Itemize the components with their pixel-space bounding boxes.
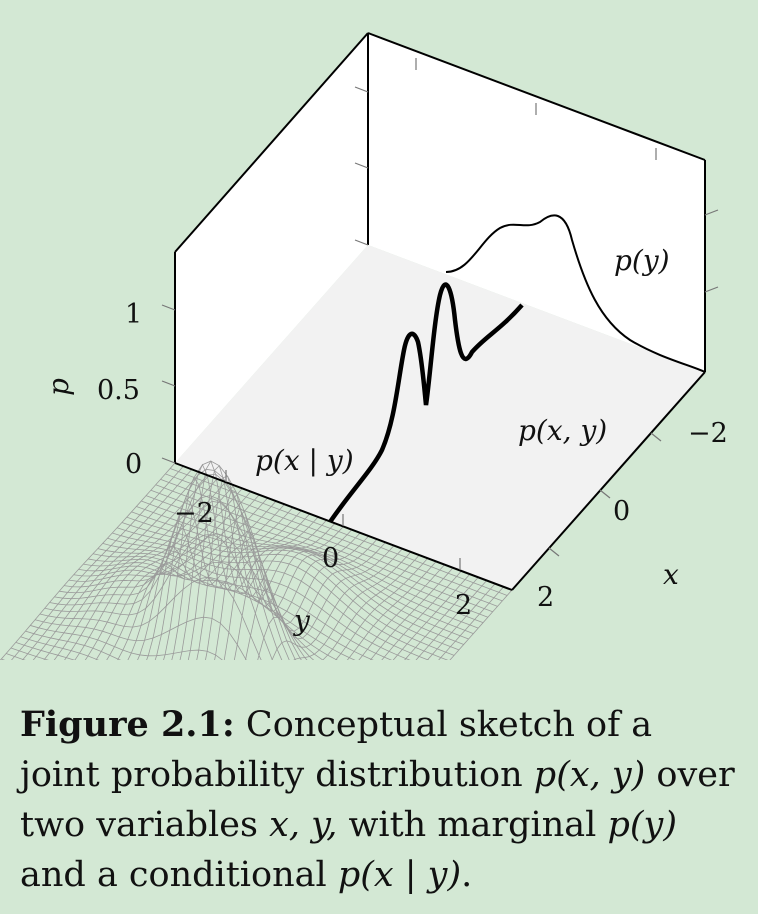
- p-axis-label: p: [42, 378, 75, 396]
- caption-text-5: .: [461, 855, 473, 895]
- mesh-line: [127, 500, 277, 660]
- y-tick-2: 2: [455, 590, 472, 621]
- p-tick-0-5: 0.5: [97, 375, 140, 406]
- x-tick-neg2: −2: [688, 418, 728, 449]
- floor-plane: [175, 245, 705, 590]
- mesh-line: [187, 464, 336, 660]
- mesh-line: [358, 564, 445, 660]
- caption-math-vars: x, y,: [269, 805, 338, 845]
- mesh-line: [154, 497, 302, 660]
- mesh-line: [11, 465, 184, 660]
- mesh-line: [205, 489, 353, 660]
- mesh-line: [381, 570, 462, 660]
- mesh-line: [163, 476, 311, 660]
- caption-label: Figure 2.1:: [20, 704, 235, 745]
- y-tick-neg2: −2: [174, 498, 214, 529]
- mesh-line: [214, 507, 361, 660]
- mesh-line: [196, 476, 344, 660]
- y-tick-0: 0: [322, 543, 339, 574]
- caption-text-1: Conceptual sketch of a joint probability…: [20, 705, 653, 795]
- conditional-label: p(x | y): [255, 444, 354, 477]
- marginal-label: p(y): [614, 244, 670, 277]
- joint-label: p(x, y): [518, 414, 607, 447]
- mesh-line: [223, 530, 370, 660]
- conditional-curve: [328, 282, 524, 524]
- mesh-line: [179, 460, 327, 660]
- mesh-line: [95, 491, 252, 660]
- mesh-line: [257, 545, 395, 660]
- mesh-line: [78, 561, 324, 660]
- p-tick-0: 0: [125, 449, 142, 480]
- figure-caption: Figure 2.1: Conceptual sketch of a joint…: [20, 700, 740, 900]
- caption-math-marginal: p(y): [607, 805, 677, 845]
- surface-mesh: [0, 460, 513, 660]
- mesh-line: [171, 463, 319, 660]
- mesh-line: [74, 484, 235, 660]
- mesh-line: [146, 507, 294, 660]
- mesh-line: [233, 538, 378, 660]
- axis-box: [174, 32, 706, 591]
- mesh-line: [0, 462, 176, 660]
- mesh-line: [293, 551, 412, 660]
- mesh-line: [15, 642, 76, 660]
- mesh-line: [137, 503, 285, 660]
- mesh-line: [34, 616, 247, 660]
- mesh-line: [415, 580, 488, 660]
- mesh-line: [20, 636, 99, 660]
- y-axis-label: y: [292, 604, 311, 637]
- mesh-line: [322, 554, 420, 660]
- mesh-line: [117, 497, 268, 660]
- mesh-line: [449, 589, 513, 660]
- caption-math-joint: p(x, y): [533, 755, 646, 795]
- x-axis-label: x: [663, 558, 679, 591]
- mesh-line: [426, 583, 496, 660]
- mesh-line: [84, 488, 243, 660]
- back-wall-left: [175, 33, 368, 463]
- mesh-line: [25, 630, 122, 660]
- mesh-line: [346, 561, 437, 660]
- mesh-line: [83, 562, 338, 660]
- mesh-line: [30, 625, 223, 660]
- mesh-line: [22, 469, 193, 660]
- mesh-line: [1, 658, 6, 660]
- mesh-line: [404, 577, 479, 660]
- back-wall-right: [368, 33, 705, 372]
- p-tick-1: 1: [125, 299, 142, 330]
- mesh-line: [438, 586, 504, 660]
- mesh-line: [64, 481, 226, 660]
- x-tick-0: 0: [613, 496, 630, 527]
- joint-distribution-figure: 0 0.5 1 −2 0 2 −2 0 2 p y x p(y) p(x, y)…: [0, 32, 728, 660]
- mesh-line: [335, 557, 429, 660]
- caption-math-conditional: p(x | y): [337, 855, 462, 895]
- mesh-line: [245, 541, 386, 660]
- mesh-line: [32, 472, 201, 660]
- caption-text-2: over two variables: [20, 755, 735, 845]
- mesh-line: [271, 548, 403, 660]
- caption-text-4: and a conditional: [20, 855, 327, 895]
- mesh-line: [392, 573, 471, 660]
- mesh-line: [369, 567, 454, 660]
- x-tick-2: 2: [537, 582, 554, 613]
- mesh-line: [43, 475, 209, 660]
- tick-marks: [161, 58, 719, 570]
- marginal-curve: [445, 214, 706, 373]
- caption-text-3: with marginal: [348, 805, 597, 845]
